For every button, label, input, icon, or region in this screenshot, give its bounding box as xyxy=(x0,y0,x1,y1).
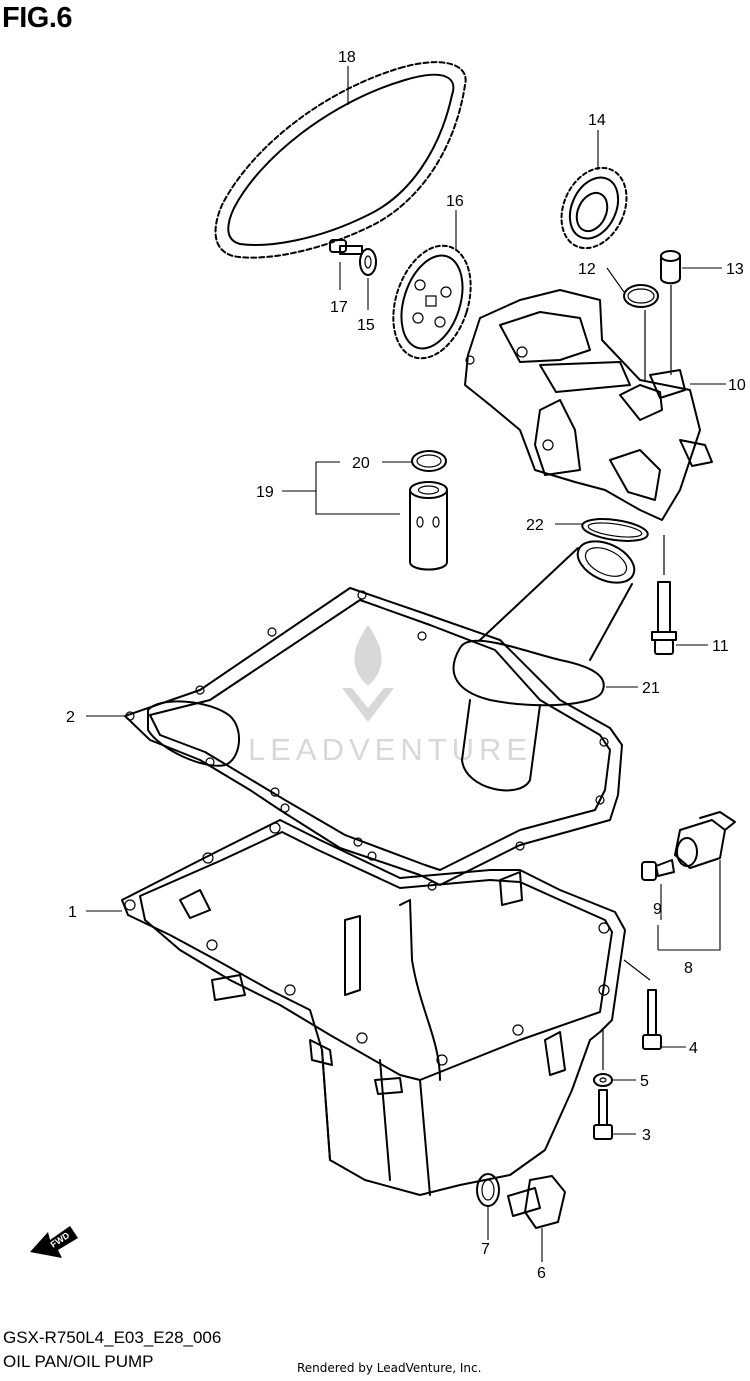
o-ring-12 xyxy=(623,284,659,308)
washer-5 xyxy=(593,1030,613,1087)
callout-17: 17 xyxy=(330,299,348,316)
callout-16: 16 xyxy=(446,193,464,210)
callout-7: 7 xyxy=(481,1241,490,1258)
oil-pan-gasket xyxy=(124,587,623,891)
callout-18: 18 xyxy=(338,49,356,66)
callout-2: 2 xyxy=(66,709,75,726)
watermark-text: LEADVENTURE xyxy=(248,732,532,767)
washer-15 xyxy=(359,248,377,276)
credit-line: Rendered by LeadVenture, Inc. xyxy=(297,1361,482,1375)
callout-4: 4 xyxy=(689,1040,698,1057)
forward-arrow: FWD xyxy=(30,1226,78,1258)
bolt-4 xyxy=(623,959,662,1050)
oil-pan xyxy=(121,819,626,1196)
callout-12: 12 xyxy=(578,261,596,278)
bolt-3 xyxy=(593,1089,613,1140)
callout-15: 15 xyxy=(357,317,375,334)
o-ring-22 xyxy=(581,518,649,542)
diagram-caption: OIL PAN/OIL PUMP xyxy=(3,1352,154,1371)
callout-8: 8 xyxy=(684,960,693,977)
callout-20: 20 xyxy=(352,455,370,472)
diagram-code: GSX-R750L4_E03_E28_006 xyxy=(3,1328,222,1347)
oil-pipe-19 xyxy=(409,481,448,571)
figure-title: FIG.6 xyxy=(2,2,73,34)
dowel-pin-13 xyxy=(660,250,681,285)
bolt-11 xyxy=(651,535,677,655)
drain-plug-6 xyxy=(507,1175,566,1229)
callout-22: 22 xyxy=(526,517,544,534)
cam-chain xyxy=(214,61,467,259)
oil-pump-assembly xyxy=(464,289,713,521)
oil-pressure-switch xyxy=(674,811,736,869)
callout-13: 13 xyxy=(726,261,744,278)
bolt-17 xyxy=(329,239,363,255)
o-ring-20 xyxy=(411,450,447,472)
sprocket xyxy=(560,166,628,250)
pump-driven-gear xyxy=(392,244,472,360)
callout-14: 14 xyxy=(588,112,606,129)
callout-19: 19 xyxy=(256,484,274,501)
callout-11: 11 xyxy=(712,638,729,655)
callout-21: 21 xyxy=(642,680,660,697)
callout-3: 3 xyxy=(642,1127,651,1144)
callout-10: 10 xyxy=(728,377,746,394)
watermark: LEADVENTURE xyxy=(248,625,532,767)
callout-9: 9 xyxy=(653,901,662,918)
callouts: 1 2 3 4 5 6 7 8 9 10 11 12 13 14 15 16 1… xyxy=(66,49,746,1282)
callout-5: 5 xyxy=(640,1073,649,1090)
callout-1: 1 xyxy=(68,904,77,921)
leader-lines xyxy=(86,66,726,1262)
bolt-9 xyxy=(641,859,675,881)
oil-strainer xyxy=(452,540,636,792)
callout-6: 6 xyxy=(537,1265,546,1282)
